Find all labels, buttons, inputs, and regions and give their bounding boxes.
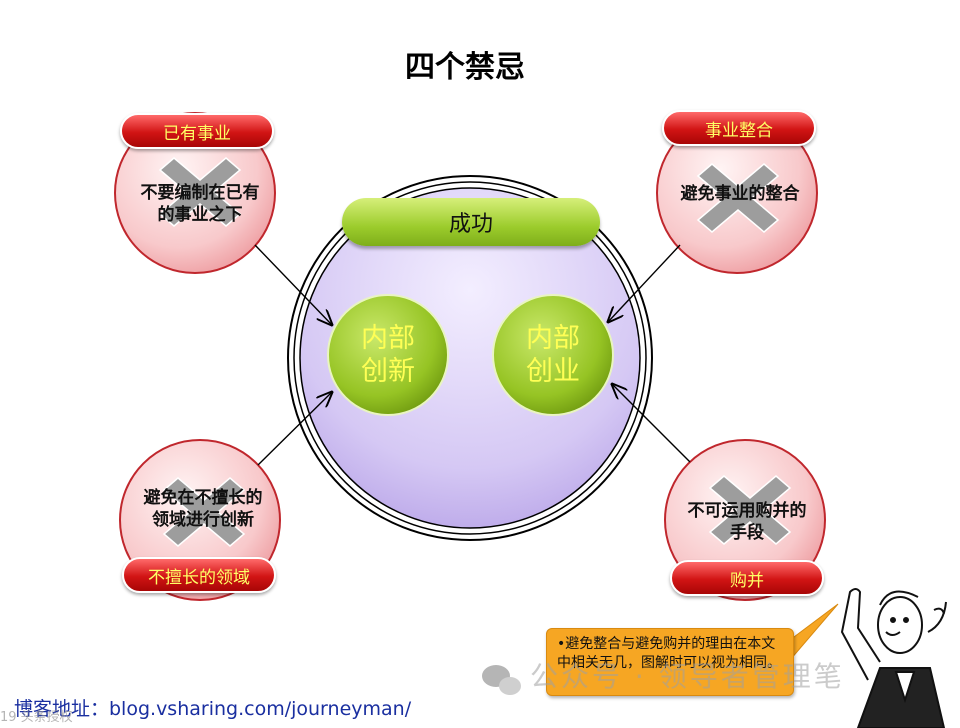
cartoon-man-illustration — [842, 589, 946, 728]
taboo-pill-label: 事业整合 — [705, 116, 773, 141]
taboo-pill-label: 已有事业 — [163, 119, 231, 144]
taboo-text-line1: 避免在不擅长的 — [128, 487, 278, 509]
taboo-pill-acquisition: 购并 — [670, 560, 824, 596]
right-core-line2: 创业 — [513, 355, 593, 388]
left-core-line2: 创新 — [348, 355, 428, 388]
taboo-text-business-integration: 避免事业的整合 — [665, 183, 815, 205]
right-core-line1: 内部 — [513, 322, 593, 355]
note-tail — [790, 604, 838, 660]
left-core-line1: 内部 — [348, 322, 428, 355]
watermark-text: 公众号 · 领导者管理笔 — [530, 655, 845, 695]
taboo-pill-business-integration: 事业整合 — [662, 110, 816, 146]
success-label: 成功 — [449, 206, 493, 238]
taboo-pill-unfamiliar-field: 不擅长的领域 — [122, 557, 276, 593]
taboo-text-line1: 不要编制在已有 — [125, 182, 275, 204]
taboo-text-line1: 不可运用购并的 — [672, 500, 822, 522]
wechat-icon — [482, 665, 521, 695]
taboo-pill-existing-business: 已有事业 — [120, 113, 274, 149]
taboo-text-line2: 手段 — [672, 522, 822, 544]
taboo-text-line2: 的事业之下 — [125, 204, 275, 226]
taboo-pill-label: 购并 — [730, 566, 764, 591]
taboo-text-line1: 避免事业的整合 — [665, 183, 815, 205]
right-core-label: 内部 创业 — [513, 322, 593, 388]
left-core-label: 内部 创新 — [348, 322, 428, 388]
taboo-text-unfamiliar-field: 避免在不擅长的 领域进行创新 — [128, 487, 278, 531]
blog-address-link[interactable]: 博客地址：blog.vsharing.com/journeyman/ — [14, 694, 411, 721]
taboo-text-line2: 领域进行创新 — [128, 509, 278, 531]
corner-watermark: 19 头条授权 — [0, 706, 73, 725]
taboo-text-existing-business: 不要编制在已有 的事业之下 — [125, 182, 275, 226]
success-pill: 成功 — [342, 198, 600, 246]
taboo-pill-label: 不擅长的领域 — [148, 563, 250, 588]
taboo-text-acquisition: 不可运用购并的 手段 — [672, 500, 822, 544]
